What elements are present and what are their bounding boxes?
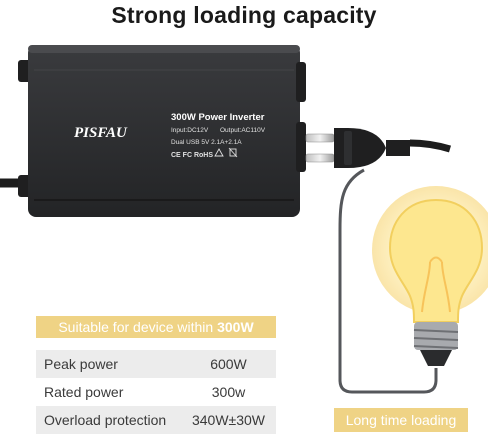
spec-name: Peak power xyxy=(36,350,181,378)
table-row: Overload protection 340W±30W xyxy=(36,406,276,434)
table-row: Peak power 600W xyxy=(36,350,276,378)
spec-name: Overload protection xyxy=(36,406,181,434)
capacity-banner-value: 300W xyxy=(217,319,254,335)
bin-icon xyxy=(228,147,238,158)
capacity-banner: Suitable for device within 300W xyxy=(36,316,276,338)
ac-plug xyxy=(305,128,452,168)
capacity-banner-text: Suitable for device within xyxy=(58,319,214,335)
page-title: Strong loading capacity xyxy=(111,2,377,28)
recycle-icon xyxy=(214,148,224,157)
inverter-brand-logo: PISFAU xyxy=(74,125,128,141)
spec-name: Rated power xyxy=(36,378,181,406)
table-row: Rated power 300w xyxy=(36,378,276,406)
spec-value: 300w xyxy=(181,378,276,406)
inverter-input-label: Input:DC12V xyxy=(171,127,209,134)
power-cord xyxy=(338,168,438,394)
inverter-model-label: 300W Power Inverter xyxy=(171,112,265,123)
inverter-cert-marks: CE FC RoHS xyxy=(171,152,213,159)
spec-table: Peak power 600W Rated power 300w Overloa… xyxy=(36,350,276,434)
power-inverter: PISFAU 300W Power Inverter Input:DC12V O… xyxy=(18,45,306,217)
light-bulb xyxy=(372,186,488,366)
spec-value: 340W±30W xyxy=(181,406,276,434)
inverter-usb-label: Dual USB 5V 2.1A+2.1A xyxy=(171,139,242,146)
long-time-loading-label: Long time loading xyxy=(334,408,468,432)
spec-value: 600W xyxy=(181,350,276,378)
inverter-output-label: Output:AC110V xyxy=(220,127,266,134)
